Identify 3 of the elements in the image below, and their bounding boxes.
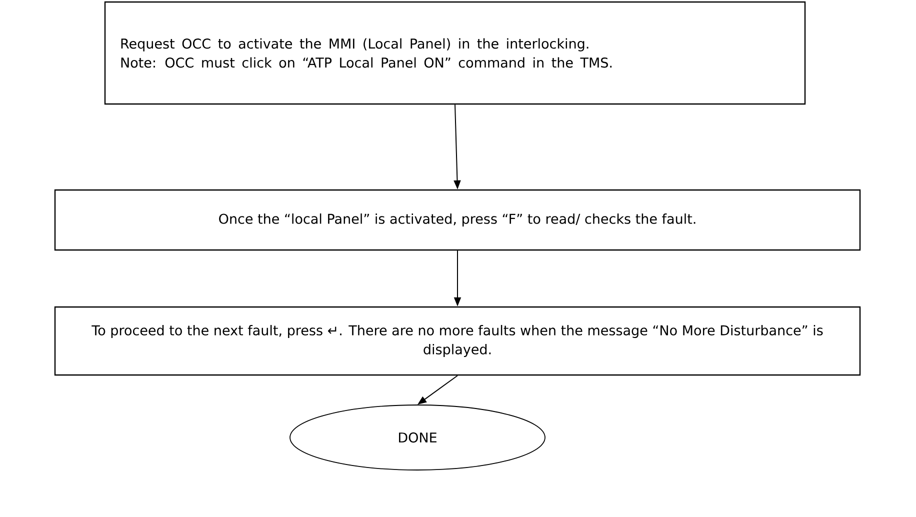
process-box: To proceed to the next fault, press ↵. There are no more faults when the message “No More Disturbance” is displayed. [54, 306, 861, 376]
process-box: Once the “local Panel” is activated, press “F” to read/ checks the fault. [54, 189, 861, 251]
process-box: Request OCC to activate the MMI (Local Panel) in the interlocking. Note: OCC must click on “ATP Local Panel ON” command in the TMS. [104, 1, 806, 105]
